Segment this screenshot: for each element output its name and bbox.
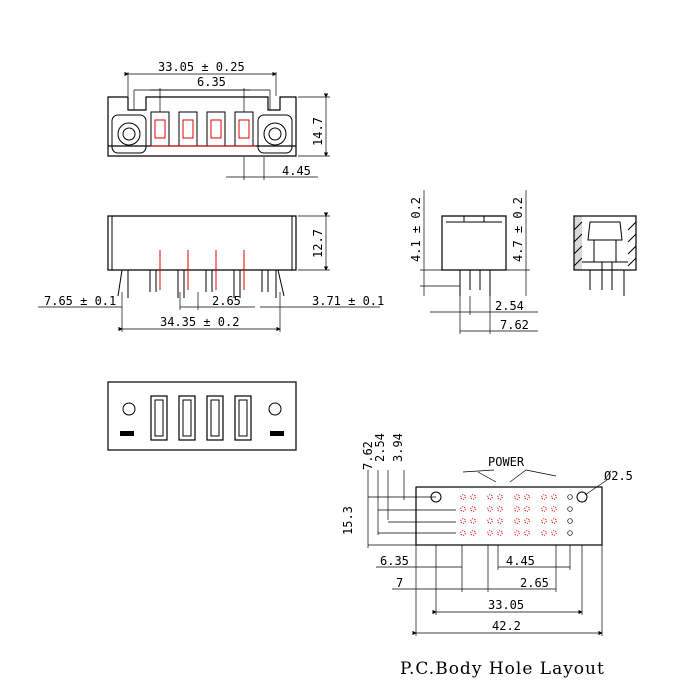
pcb-hole: [470, 530, 476, 536]
pcb-hole: [460, 518, 466, 524]
pcb-hole: [460, 530, 466, 536]
pcb-hole: [514, 530, 520, 536]
end-dim-left: 4.1 ± 0.2: [409, 197, 423, 262]
pcb-hole: [524, 518, 530, 524]
mount-hole-left: [117, 122, 141, 146]
side-dim-length: 34.35 ± 0.2: [160, 315, 239, 329]
pcb-hole: [541, 518, 547, 524]
end-dim-pin: 2.54: [495, 299, 524, 313]
pcb-hole: [470, 506, 476, 512]
side-dim-left: 7.65 ± 0.1: [44, 294, 116, 308]
section-view: [573, 215, 637, 296]
pcb-hole: [487, 494, 493, 500]
bottom-slots: [150, 395, 252, 441]
hole-dim-v2: 2.54: [373, 433, 387, 462]
hole-dim-6-35: 6.35: [380, 554, 409, 568]
pcb-hole: [541, 530, 547, 536]
pcb-hole: [567, 530, 573, 536]
end-view-outline: [441, 215, 507, 271]
hole-dim-4-45: 4.45: [506, 554, 535, 568]
pcb-hole: [567, 494, 573, 500]
front-dim-height: 14.7: [311, 117, 325, 146]
side-pins: [117, 250, 285, 298]
hole-dim-v3: 3.94: [391, 433, 405, 462]
pcb-hole: [487, 518, 493, 524]
side-view: 12.7 7.65 ± 0.1 2.65 3.71 ± 0.1 34.35 ± …: [38, 212, 384, 332]
hole-dim-height: 15.3: [341, 506, 355, 535]
end-dim-right: 4.7 ± 0.2: [511, 197, 525, 262]
pcb-hole: [524, 530, 530, 536]
pcb-hole: [551, 494, 557, 500]
side-dim-height: 12.7: [311, 229, 325, 258]
pcb-hole: [551, 506, 557, 512]
pcb-hole: [497, 506, 503, 512]
pcb-hole: [470, 494, 476, 500]
hole-layout-outline: [415, 486, 603, 546]
pcb-hole: [524, 494, 530, 500]
pcb-hole: [460, 494, 466, 500]
pcb-hole: [541, 506, 547, 512]
hole-dim-33-05: 33.05: [488, 598, 524, 612]
end-view: 4.1 ± 0.2 4.7 ± 0.2 2.54 7.62: [409, 190, 538, 334]
hole-diameter-label: Ø2.5: [604, 469, 633, 483]
pcb-hole: [567, 518, 573, 524]
pcb-hole: [470, 518, 476, 524]
pcb-hole: [514, 494, 520, 500]
pcb-hole: [567, 506, 573, 512]
hole-dim-7: 7: [396, 576, 403, 590]
mount-hole-right: [263, 122, 287, 146]
side-dim-pin: 2.65: [212, 294, 241, 308]
hole-layout: POWER Ø2.5 15.3 7.62 2.54 3.94 6.35: [341, 433, 633, 679]
pcb-hole: [497, 530, 503, 536]
hole-dim-2-65: 2.65: [520, 576, 549, 590]
pcb-hole: [514, 506, 520, 512]
hole-dim-42-2: 42.2: [492, 619, 521, 633]
end-dim-width: 7.62: [500, 318, 529, 332]
hole-layout-caption: P.C.Body Hole Layout: [400, 659, 605, 679]
pcb-hole: [514, 518, 520, 524]
front-view: 33.05 ± 0.25 6.35 14.7 4.45: [107, 60, 330, 180]
pcb-hole: [460, 506, 466, 512]
hole-grid: [460, 494, 573, 536]
bottom-view: [107, 381, 297, 451]
front-dim-offset: 4.45: [282, 164, 311, 178]
front-dim-width: 33.05 ± 0.25: [158, 60, 245, 74]
pcb-hole: [487, 506, 493, 512]
pcb-hole: [487, 530, 493, 536]
hole-dim-v1: 7.62: [361, 441, 375, 470]
side-dim-right: 3.71 ± 0.1: [312, 294, 384, 308]
front-view-outline: [107, 96, 297, 157]
pcb-hole: [497, 494, 503, 500]
front-contacts: [150, 111, 256, 147]
pcb-hole: [551, 530, 557, 536]
pcb-hole: [497, 518, 503, 524]
pcb-hole: [551, 518, 557, 524]
power-label: POWER: [488, 455, 525, 469]
pcb-hole: [524, 506, 530, 512]
side-view-outline: [107, 215, 297, 271]
front-dim-pitch: 6.35: [197, 75, 226, 89]
pcb-hole: [541, 494, 547, 500]
